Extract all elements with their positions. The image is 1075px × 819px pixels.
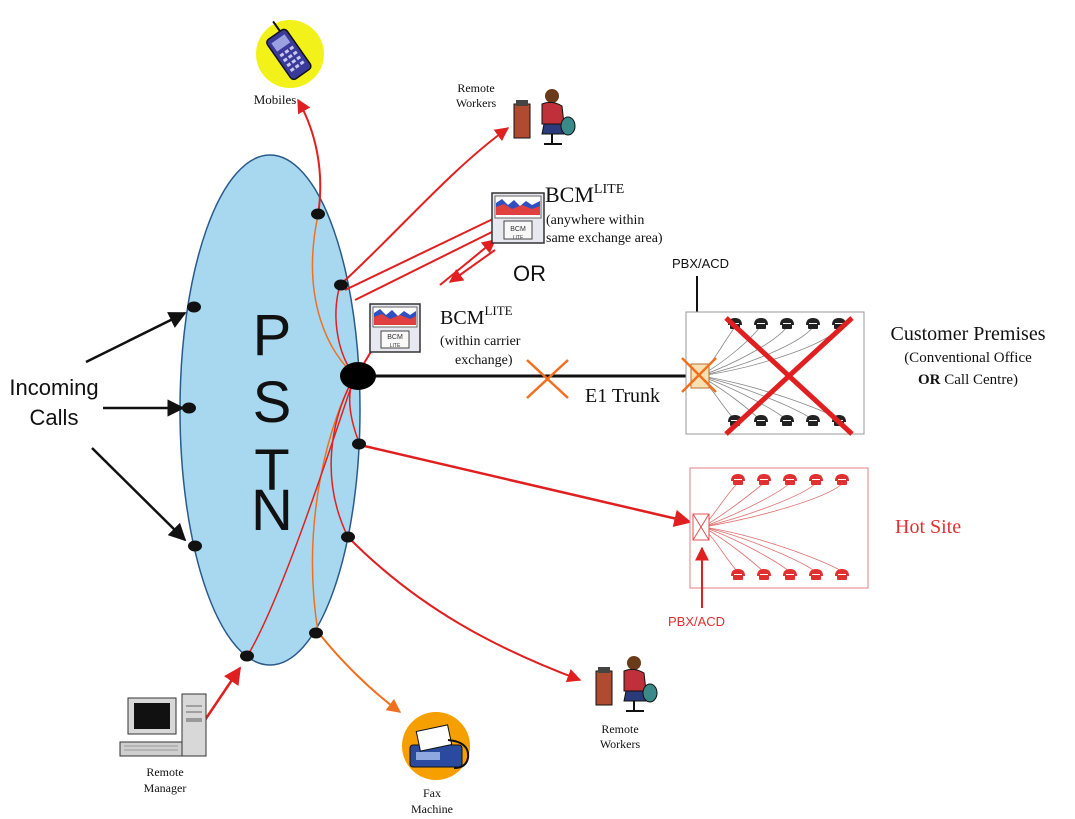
pstn-letter-s: S (253, 370, 292, 435)
incoming-arrow-top (85, 311, 187, 364)
hot-site-phone-lines (702, 482, 844, 573)
premises-cross-out-icon (724, 316, 854, 436)
pstn-letter-t: T (254, 438, 289, 503)
arrow-from-manager (203, 666, 242, 721)
e1-trunk-label: E1 Trunk (585, 385, 660, 407)
link-node-to-bcm-top-b (354, 227, 501, 301)
hot-site-label: Hot Site (895, 516, 961, 538)
remote-manager-computer-icon (119, 693, 207, 757)
pstn-main-exchange-node (340, 362, 376, 390)
pstn-node (309, 627, 323, 639)
hot-site-pbx-icon (692, 513, 710, 541)
remote-workers-top-label-line2: Workers (456, 96, 497, 110)
arrow-to-fax (317, 631, 402, 713)
mobiles-label: Mobiles (254, 92, 297, 107)
pbx-acd-bottom-label: PBX/ACD (668, 614, 725, 629)
bcm-top-title: BCMLITE (545, 182, 624, 207)
remote-workers-bottom-label-line2: Workers (600, 737, 641, 751)
bcm-carrier-note-line2: exchange) (455, 353, 513, 368)
remote-manager-label-line2: Manager (144, 781, 187, 795)
pbx-acd-top-label: PBX/ACD (672, 256, 729, 271)
bcm-carrier-box-text: BCM (387, 334, 403, 341)
bcm-top-name: BCM (545, 182, 594, 207)
remote-worker-top-icon (513, 89, 576, 145)
bcm-carrier-note-line1: (within carrier (440, 334, 521, 349)
pbx-cut-x-icon (681, 357, 717, 393)
bcm-top-note-line1: (anywhere within (546, 213, 644, 228)
bcm-carrier-title: BCMLITE (440, 303, 513, 329)
pstn-letter-n: N (251, 478, 293, 543)
or-label: OR (513, 261, 546, 286)
pstn-node (182, 402, 196, 414)
remote-worker-bottom-icon (595, 656, 658, 712)
customer-premises-line3: OR Call Centre) (918, 372, 1018, 388)
remote-manager-label-line1: Remote (146, 765, 183, 779)
customer-premises-line2: (Conventional Office (904, 350, 1032, 366)
bcm-top-note-line2: same exchange area) (546, 231, 663, 246)
pstn-node (352, 438, 366, 450)
arrow-to-remote-workers-top (339, 127, 510, 286)
pstn-link-manager (247, 374, 356, 656)
pstn-node (188, 540, 202, 552)
fax-label-line1: Fax (423, 786, 441, 800)
bcm-carrier-superscript: LITE (484, 303, 512, 318)
trunk-cut-x-icon (526, 359, 569, 399)
remote-workers-bottom-label-line1: Remote (601, 722, 638, 736)
bcm-top-superscript: LITE (594, 182, 624, 197)
pstn-node (240, 650, 254, 662)
customer-premises-or: OR (918, 372, 941, 388)
incoming-arrow-bottom (91, 447, 187, 542)
customer-premises-title: Customer Premises (891, 323, 1046, 345)
arrow-to-remote-workers-bottom (347, 536, 582, 683)
mobile-phone-icon (256, 20, 324, 88)
incoming-calls-label-line2: Calls (30, 405, 79, 430)
bcm-device-top-icon (491, 192, 545, 244)
fax-machine-icon (402, 712, 470, 780)
arrow-from-bcm-top (448, 249, 496, 283)
arrow-to-hot-site (359, 443, 692, 527)
customer-premises-call-centre: Call Centre) (941, 372, 1018, 388)
hot-site-box (689, 467, 869, 589)
bcm-top-box-text: BCM (510, 226, 526, 233)
bcm-carrier-box-subtext: LITE (390, 343, 401, 349)
incoming-calls-label-line1: Incoming (9, 375, 98, 400)
arrow-to-mobiles (297, 98, 322, 216)
remote-workers-top-label-line1: Remote (457, 81, 494, 95)
pstn-node (187, 301, 201, 313)
arrow-to-bcm-top (439, 239, 497, 286)
pstn-link-remote-bottom (330, 374, 356, 538)
pstn-node (311, 208, 325, 220)
pstn-node (334, 279, 348, 291)
fax-label-line2: Machine (411, 802, 453, 816)
bcm-top-box-subtext: LITE (513, 235, 524, 241)
link-node-to-bcm-top-a (344, 217, 496, 291)
bcm-carrier-name: BCM (440, 307, 485, 329)
pstn-letter-p: P (253, 303, 292, 368)
bcm-device-carrier-icon (369, 303, 421, 353)
pstn-node (341, 531, 355, 543)
